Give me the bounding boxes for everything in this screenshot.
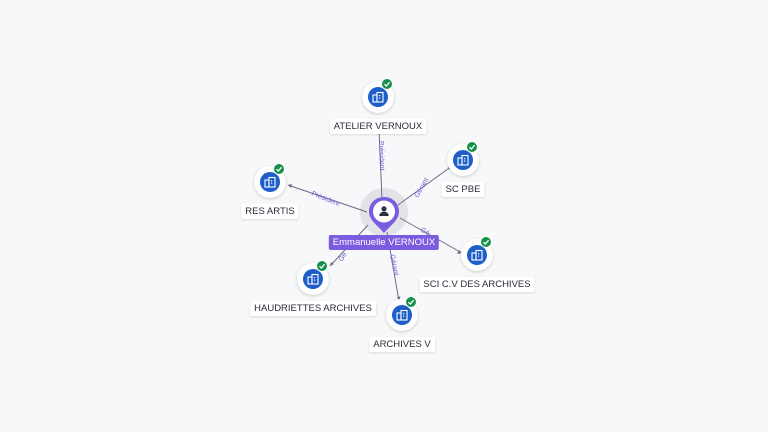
company-node-circle[interactable] — [254, 163, 286, 198]
edge-label-haudriettes-archives: Gé — [338, 251, 349, 263]
company-node-circle[interactable] — [386, 296, 418, 331]
company-node-label[interactable]: ARCHIVES V — [369, 337, 435, 352]
edge-label-sci-cv-des-archives: Gé — [419, 227, 431, 238]
company-node-label[interactable]: RES ARTIS — [241, 204, 299, 219]
edge-label-sc-pbe: Gérant — [414, 177, 431, 199]
building-icon — [453, 150, 473, 170]
company-node-circle[interactable] — [461, 236, 493, 271]
building-icon — [303, 269, 323, 289]
person-pin[interactable] — [367, 195, 401, 235]
company-node-circle[interactable] — [362, 78, 394, 113]
company-node-label[interactable]: ATELIER VERNOUX — [329, 119, 427, 134]
building-icon — [467, 245, 487, 265]
company-node-label[interactable]: HAUDRIETTES ARCHIVES — [250, 301, 376, 316]
edge-res-artis: Président — [287, 184, 368, 213]
company-node-label[interactable]: SCI C.V DES ARCHIVES — [419, 277, 535, 292]
check-icon — [381, 78, 393, 90]
check-icon — [273, 163, 285, 175]
building-icon — [392, 305, 412, 325]
company-node-label[interactable]: SC PBE — [441, 182, 485, 197]
building-icon — [368, 87, 388, 107]
person-node-label[interactable]: Emmanuelle VERNOUX — [328, 235, 440, 250]
check-icon — [316, 260, 328, 272]
check-icon — [480, 236, 492, 248]
company-node-circle[interactable] — [447, 141, 479, 176]
check-icon — [466, 141, 478, 153]
check-icon — [405, 296, 417, 308]
building-icon — [260, 172, 280, 192]
edge-label-res-artis: Président — [310, 190, 340, 208]
person-icon — [379, 206, 389, 216]
company-node-circle[interactable] — [297, 260, 329, 295]
edge-label-atelier-vernoux: Président — [377, 141, 385, 171]
edge-label-archives-v: Gérant — [388, 254, 399, 276]
